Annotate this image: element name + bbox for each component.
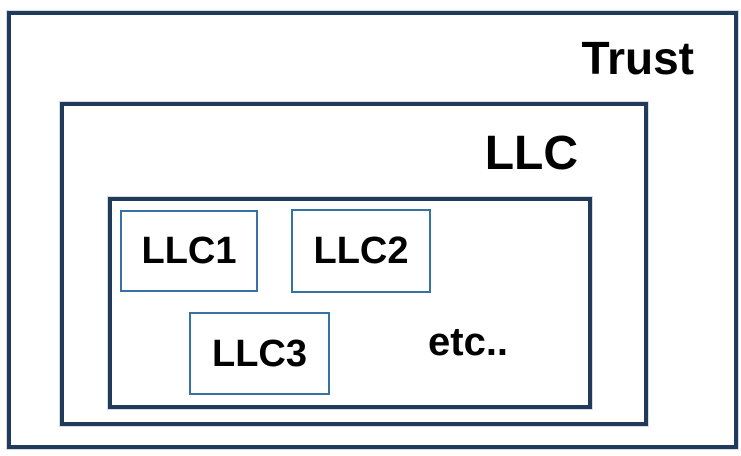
etc-label: etc.. <box>428 312 528 372</box>
trust-box: Trust LLC LLC1 LLC2 LLC3 etc.. <box>7 11 738 449</box>
llc-group-box: LLC1 LLC2 LLC3 etc.. <box>108 197 592 409</box>
llc3-label: LLC3 <box>212 332 307 375</box>
llc1-box: LLC1 <box>120 210 258 292</box>
llc1-label: LLC1 <box>141 230 237 272</box>
llc-label: LLC <box>484 127 578 180</box>
trust-label: Trust <box>581 32 694 84</box>
llc2-label: LLC2 <box>313 230 409 272</box>
etc-label-text: etc.. <box>428 320 509 364</box>
llc-box: LLC LLC1 LLC2 LLC3 etc.. <box>60 102 648 426</box>
llc2-box: LLC2 <box>291 209 431 293</box>
llc3-box: LLC3 <box>189 312 330 395</box>
